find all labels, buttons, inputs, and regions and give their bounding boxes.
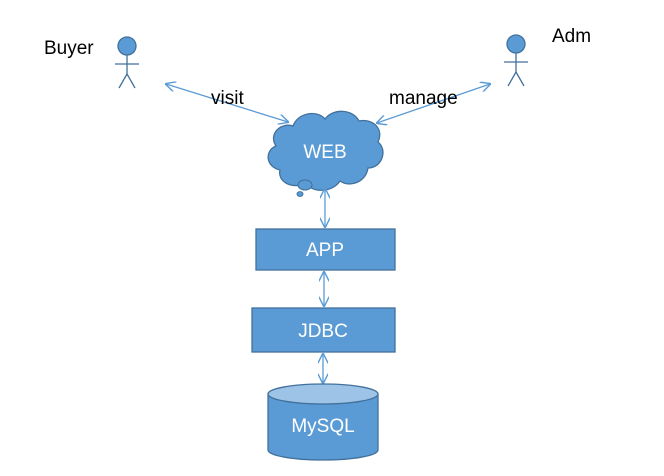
admin-actor-icon bbox=[504, 34, 528, 87]
manage-edge-label: manage bbox=[389, 88, 458, 109]
app-label: APP bbox=[306, 240, 344, 261]
jdbc-label: JDBC bbox=[298, 321, 348, 342]
jdbc-node bbox=[251, 307, 396, 353]
admin-label: Adm bbox=[552, 26, 591, 47]
app-node bbox=[255, 228, 396, 271]
buyer-actor-icon bbox=[115, 36, 139, 89]
mysql-database-node bbox=[267, 383, 379, 461]
mysql-label: MySQL bbox=[291, 416, 354, 437]
buyer-label: Buyer bbox=[44, 38, 94, 59]
web-label: WEB bbox=[303, 142, 346, 163]
manage-connector bbox=[377, 84, 490, 123]
visit-edge-label: visit bbox=[211, 88, 244, 109]
visit-connector bbox=[166, 84, 288, 122]
web-cloud-node bbox=[267, 110, 384, 197]
